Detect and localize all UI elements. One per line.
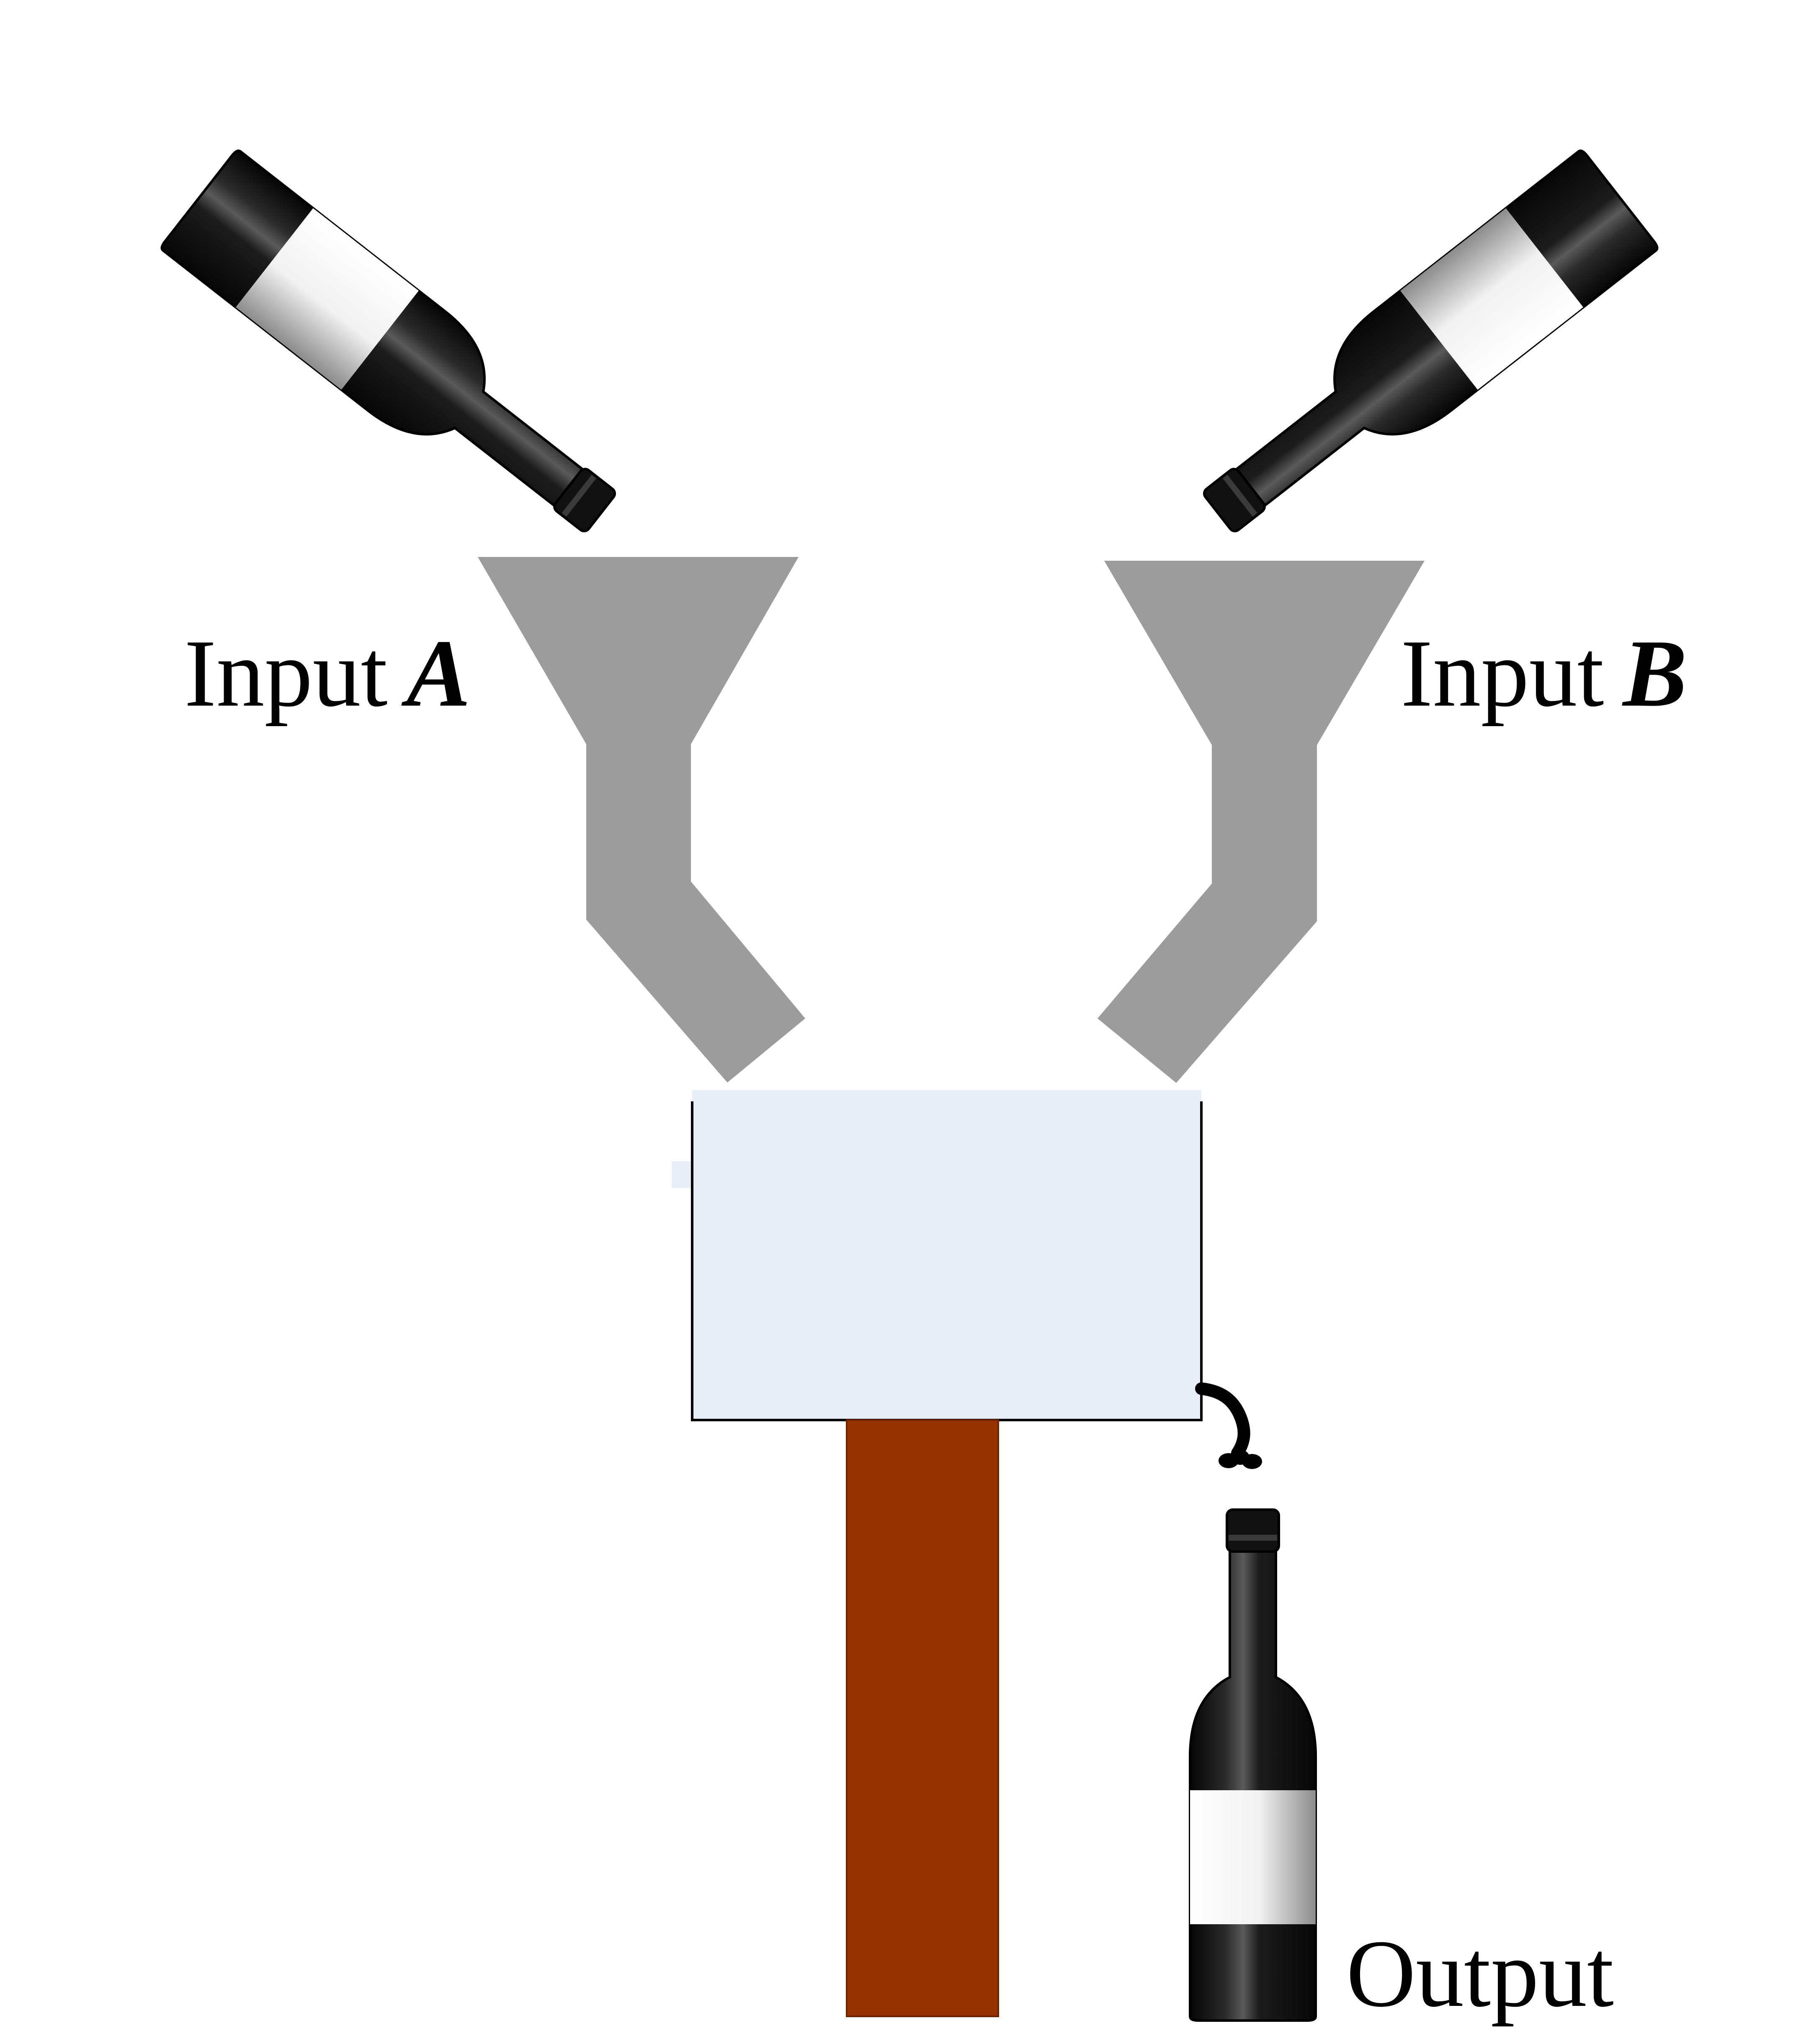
- input-b-word: Input: [1401, 620, 1604, 727]
- funnel-b: [1098, 561, 1425, 1083]
- funnel-a: [478, 557, 805, 1083]
- wine-bottle-icon: [1179, 149, 1659, 563]
- wine-bottle-icon: [1190, 1510, 1316, 2021]
- input-a-word: Input: [184, 620, 388, 727]
- mixing-vessel: [692, 1090, 1201, 1420]
- vessel-stand: [846, 1419, 999, 2017]
- wine-bottle-icon: [160, 149, 640, 563]
- input-b-letter: B: [1622, 620, 1687, 727]
- vessel-tab: [672, 1161, 693, 1188]
- spout-icon: [1195, 1382, 1262, 1469]
- output-label: Output: [1346, 1920, 1614, 2027]
- input-a-letter: A: [402, 620, 471, 727]
